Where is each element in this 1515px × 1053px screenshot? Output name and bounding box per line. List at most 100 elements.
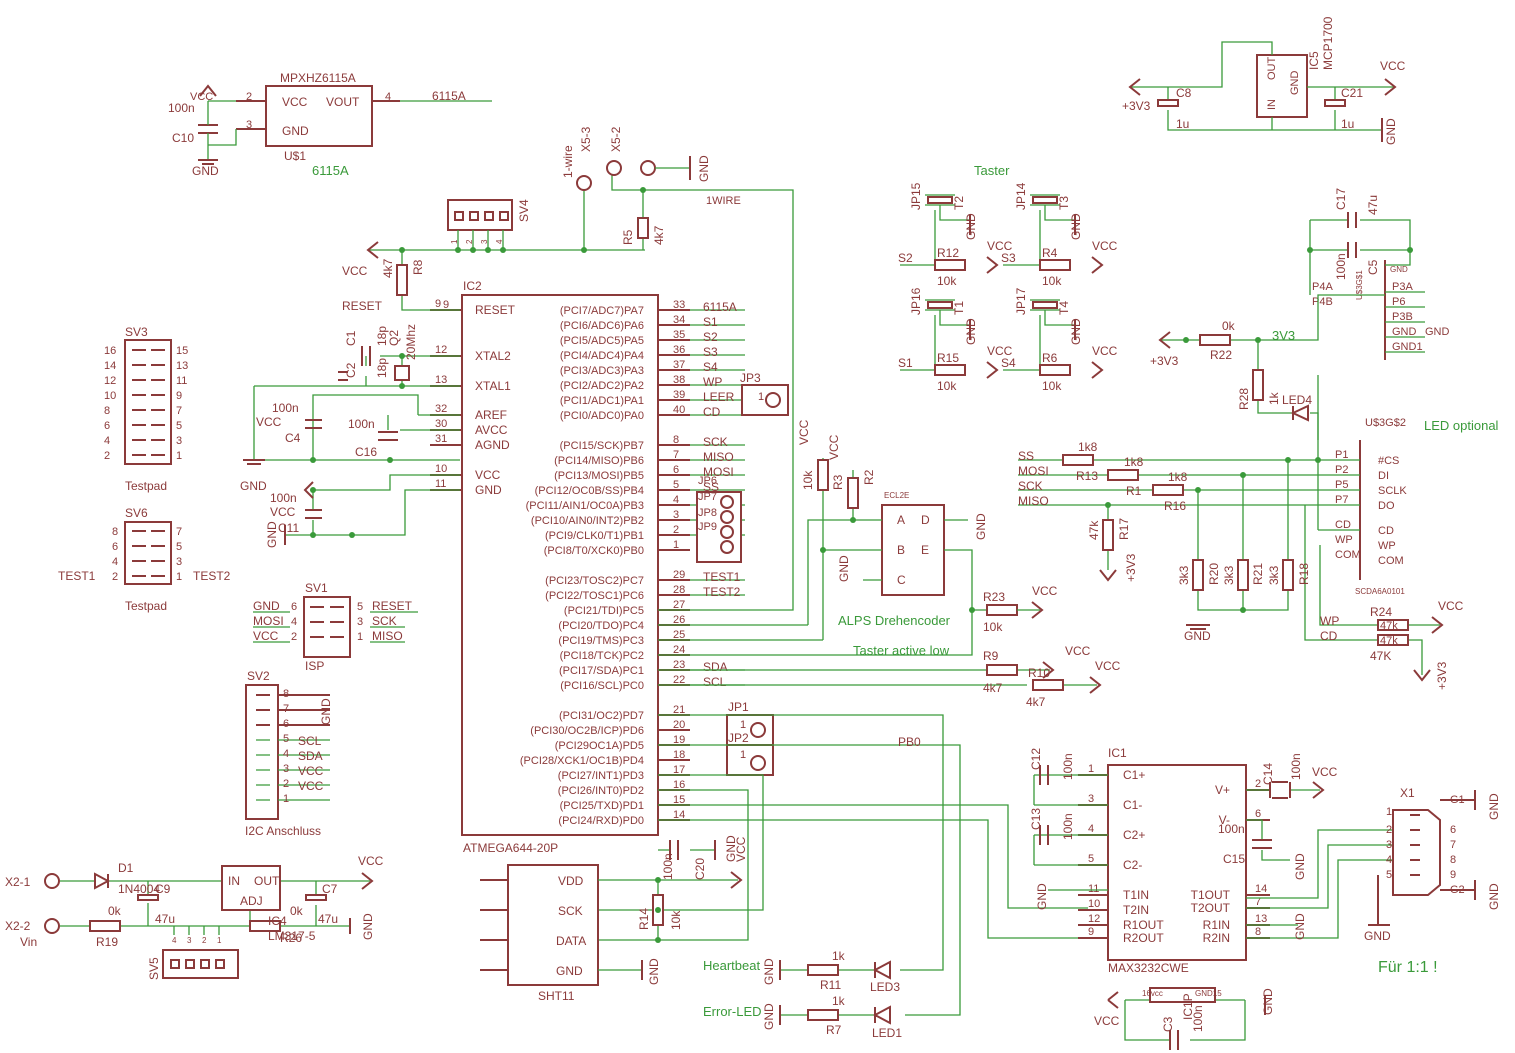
ic2-pin-num: 26 bbox=[673, 614, 685, 626]
svg-text:2: 2 bbox=[202, 936, 207, 945]
svg-text:10k: 10k bbox=[983, 620, 1003, 634]
svg-text:LED1: LED1 bbox=[872, 1026, 902, 1040]
svg-text:1: 1 bbox=[450, 239, 459, 244]
svg-text:10k: 10k bbox=[669, 910, 683, 930]
ic2-pin-name: (PCI25/TXD)PD1 bbox=[560, 800, 644, 812]
ic1-pin-num: 1 bbox=[1088, 763, 1094, 775]
svg-text:SV4: SV4 bbox=[517, 199, 531, 222]
ic1-pin-name: T1OUT bbox=[1191, 888, 1231, 902]
sensor-name: MPXHZ6115A bbox=[280, 71, 356, 85]
svg-text:GND: GND bbox=[1293, 913, 1307, 940]
svg-text:VCC: VCC bbox=[298, 779, 324, 793]
svg-text:VCC: VCC bbox=[797, 419, 811, 445]
svg-text:R1: R1 bbox=[1126, 484, 1142, 498]
svg-text:R24: R24 bbox=[1370, 605, 1392, 619]
svg-text:GND: GND bbox=[253, 599, 280, 613]
svg-text:VCC: VCC bbox=[1380, 59, 1406, 73]
sd-pin-num: COM bbox=[1335, 549, 1361, 561]
svg-text:47u: 47u bbox=[155, 912, 175, 926]
svg-text:ATMEGA644-20P: ATMEGA644-20P bbox=[463, 841, 558, 855]
svg-text:0k: 0k bbox=[1222, 319, 1236, 333]
sd-pin-name: COM bbox=[1378, 555, 1404, 567]
ic2-pin-num: 39 bbox=[673, 389, 685, 401]
svg-text:GND: GND bbox=[240, 479, 267, 493]
svg-text:Testpad: Testpad bbox=[125, 479, 167, 493]
button-ref: T3 bbox=[1057, 196, 1071, 210]
sd-pin-name: DO bbox=[1378, 500, 1395, 512]
sv6-pin-num: 2 bbox=[112, 571, 118, 583]
ic2-pin-name: (PCI19/TMS)PC3 bbox=[558, 635, 644, 647]
sd-pin-num: CD bbox=[1335, 519, 1351, 531]
ic2-pin-name: (PCI16/SCL)PC0 bbox=[560, 680, 644, 692]
svg-text:VCC: VCC bbox=[1095, 659, 1121, 673]
svg-text:2: 2 bbox=[465, 239, 474, 244]
microcontroller-ic2: IC2 ATMEGA644-20P RESET9XTAL212XTAL113AR… bbox=[430, 279, 745, 855]
ic1-pin-name: T2OUT bbox=[1191, 901, 1231, 915]
svg-text:GND15: GND15 bbox=[1195, 989, 1222, 998]
ic2-pin-num: 16 bbox=[673, 779, 685, 791]
ic2-pin-num: 10 bbox=[435, 463, 447, 475]
ic2-net-label: S2 bbox=[703, 330, 718, 344]
button-net: S2 bbox=[898, 251, 913, 265]
ic2-pin-num: 5 bbox=[673, 479, 679, 491]
svg-text:IC1: IC1 bbox=[1108, 746, 1127, 760]
svg-text:IN: IN bbox=[228, 874, 240, 888]
svg-text:R14: R14 bbox=[637, 908, 651, 930]
sv3-pin-num: 8 bbox=[104, 405, 110, 417]
svg-text:8: 8 bbox=[1450, 854, 1456, 866]
sv6-pin-num: 8 bbox=[112, 526, 118, 538]
sd-pin-num: P2 bbox=[1335, 464, 1348, 476]
ic2-pin-num: 33 bbox=[673, 299, 685, 311]
svg-text:10k: 10k bbox=[801, 470, 815, 490]
svg-text:X5-2: X5-2 bbox=[609, 126, 623, 152]
button-vcc: VCC bbox=[1092, 344, 1118, 358]
ic2-pin-num: 20 bbox=[673, 719, 685, 731]
svg-text:GND: GND bbox=[1364, 929, 1391, 943]
svg-text:1k: 1k bbox=[832, 949, 846, 963]
svg-text:MISO: MISO bbox=[1018, 494, 1049, 508]
ic1-pin-name: C2- bbox=[1123, 858, 1142, 872]
svg-text:ALPS Drehencoder: ALPS Drehencoder bbox=[838, 613, 951, 628]
ic2-net-label: 6115A bbox=[703, 300, 737, 314]
svg-text:X1: X1 bbox=[1400, 786, 1415, 800]
sv6-pin-num: 6 bbox=[112, 541, 118, 553]
svg-text:VCC: VCC bbox=[270, 505, 296, 519]
ic2-pin-name: (PCI28/XCK1/OC1B)PD4 bbox=[520, 755, 644, 767]
svg-text:16vcc: 16vcc bbox=[1142, 989, 1163, 998]
sd-pin-name: #CS bbox=[1378, 455, 1399, 467]
svg-text:R16: R16 bbox=[1164, 499, 1186, 513]
ic2-pin-name: RESET bbox=[475, 303, 516, 317]
sd-pin-num: P5 bbox=[1335, 479, 1348, 491]
svg-text:Error-LED: Error-LED bbox=[703, 1004, 762, 1019]
svg-text:MOSI: MOSI bbox=[1018, 464, 1049, 478]
ic2-pin-name: AREF bbox=[475, 408, 507, 422]
ic2-pin-num: 38 bbox=[673, 374, 685, 386]
status-leds: 1k R11 1k R7 LED3 LED1 Heartbeat Error-L… bbox=[703, 949, 902, 1040]
rotary-encoder: ECL2E A B C D E bbox=[881, 491, 945, 596]
svg-text:GND: GND bbox=[1390, 265, 1408, 274]
button-resistor-value: 10k bbox=[1042, 274, 1062, 288]
svg-text:SHT11: SHT11 bbox=[538, 989, 575, 1003]
svg-text:47k: 47k bbox=[1380, 620, 1398, 632]
svg-text:R23: R23 bbox=[983, 590, 1005, 604]
svg-text:SCDA6A0101: SCDA6A0101 bbox=[1355, 587, 1405, 596]
ic2-net-label: MISO bbox=[703, 450, 734, 464]
svg-text:GND: GND bbox=[1384, 118, 1398, 145]
svg-text:3V3: 3V3 bbox=[1272, 328, 1295, 343]
svg-text:1: 1 bbox=[740, 719, 746, 731]
svg-text:I2C Anschluss: I2C Anschluss bbox=[245, 824, 321, 838]
sv3-pin-num: 10 bbox=[104, 390, 116, 402]
svg-text:VCC: VCC bbox=[1065, 644, 1091, 658]
ic1-pin-num: 10 bbox=[1088, 898, 1100, 910]
svg-text:R28: R28 bbox=[1237, 388, 1251, 410]
svg-text:4: 4 bbox=[385, 91, 391, 103]
ic2-pin-name: (PCI3/ADC3)PA3 bbox=[560, 365, 644, 377]
svg-text:3: 3 bbox=[480, 239, 489, 244]
ic2-pin-num: 24 bbox=[673, 644, 685, 656]
ic2-net-label: CD bbox=[703, 405, 721, 419]
svg-text:JP3: JP3 bbox=[740, 371, 761, 385]
svg-text:LED3: LED3 bbox=[870, 980, 900, 994]
sv2-pin-num: 6 bbox=[283, 718, 289, 730]
pressure-sensor: MPXHZ6115A VCC GND VOUT U$1 6115A 2 3 4 … bbox=[168, 71, 492, 178]
